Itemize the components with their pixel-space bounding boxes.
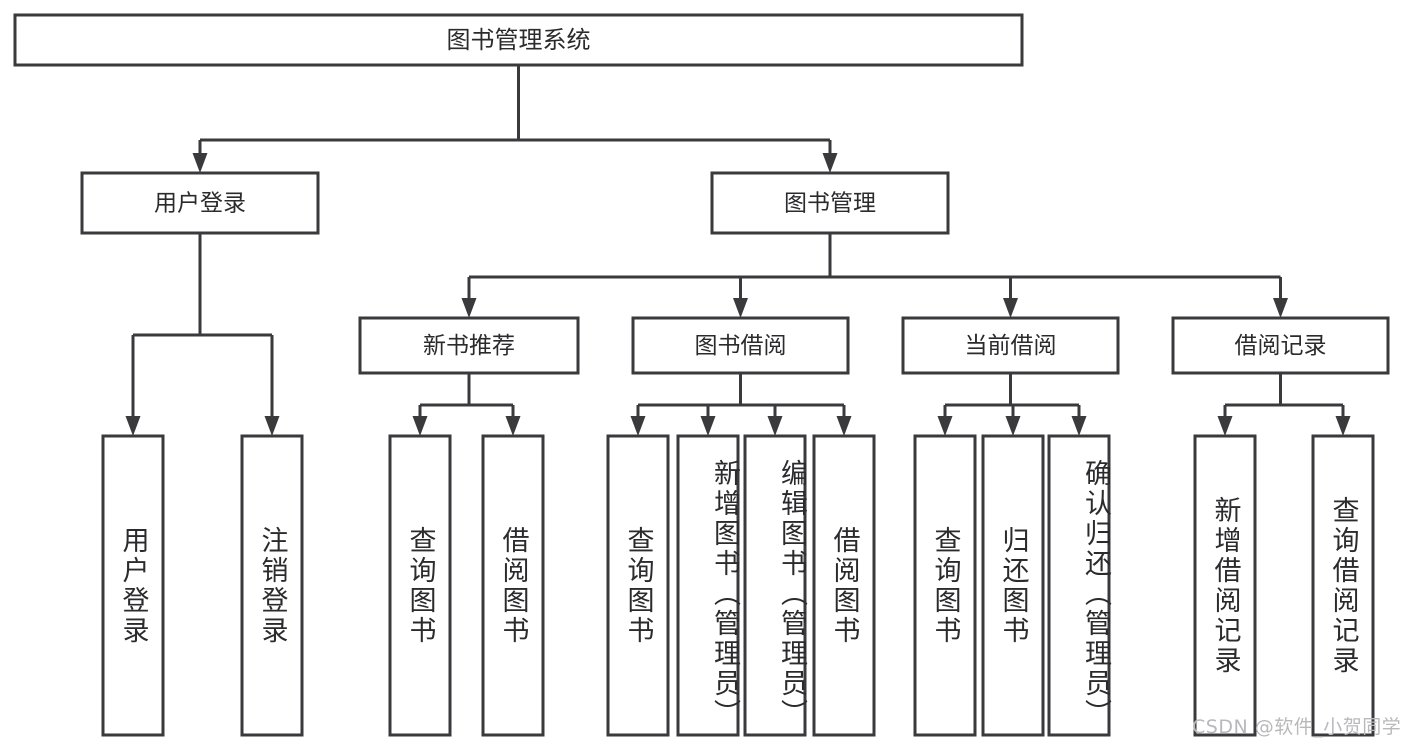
node-leaf-2-rect [388,434,452,737]
node-leaf-11[interactable] [1193,434,1257,737]
node-root-rect [13,13,1024,67]
connector-arrow-icon [461,298,477,318]
connector-arrow-icon [700,416,716,436]
connector-arrow-icon [505,416,521,436]
node-level2-0-rect [358,316,580,375]
node-root-label: 图书管理系统 [447,26,591,54]
connector-arrow-icon [412,416,428,436]
node-leaf-8-rect [913,434,977,737]
node-level2-3-rect [1171,316,1390,375]
node-leaf-2[interactable] [388,434,452,737]
node-level2-2-label: 当前借阅 [965,333,1057,359]
connector-arrow-icon [937,416,953,436]
node-leaf-9[interactable] [981,434,1045,737]
connector-arrow-icon [1217,416,1233,436]
node-level2-1-label: 图书借阅 [695,333,787,359]
connector-arrow-icon [1071,416,1087,436]
node-leaf-7[interactable] [812,434,876,737]
node-leaf-10-rect [1047,434,1111,737]
node-leaf-3-rect [481,434,545,737]
node-leaf-1[interactable] [240,434,304,737]
node-leaf-1-rect [240,434,304,737]
node-level2-1-rect [631,316,850,375]
connector-arrow-icon [192,153,208,173]
node-level2-0-label: 新书推荐 [423,333,515,359]
csdn-watermark: CSDN @软件_小贺同学 [1192,716,1402,738]
node-leaf-8[interactable] [913,434,977,737]
node-leaf-7-rect [812,434,876,737]
node-leaf-12-rect [1311,434,1375,737]
node-level1-1-label: 图书管理 [784,191,876,217]
connector-arrow-icon [1273,298,1288,318]
node-level2-2[interactable]: 当前借阅 [901,316,1120,375]
node-leaf-11-rect [1193,434,1257,737]
node-leaf-4[interactable] [606,434,670,737]
node-leaf-3[interactable] [481,434,545,737]
connector-arrow-icon [767,416,783,436]
connector-arrow-icon [1005,416,1021,436]
node-leaf-10[interactable] [1047,434,1111,737]
node-leaf-5-rect [676,434,740,737]
node-leaf-5[interactable] [676,434,740,737]
connector-arrow-icon [1003,298,1018,318]
node-leaf-0-rect [101,434,165,737]
node-level1-0-label: 用户登录 [154,191,246,217]
node-level2-3[interactable]: 借阅记录 [1171,316,1390,375]
connector-arrow-icon [125,416,141,436]
connectors-layer [125,65,1351,436]
node-leaf-6-rect [743,434,807,737]
node-level1-1-rect [710,171,950,235]
connector-arrow-icon [264,416,280,436]
node-level2-1[interactable]: 图书借阅 [631,316,850,375]
connector-arrow-icon [733,298,748,318]
node-level1-1[interactable]: 图书管理 [710,171,950,235]
node-root[interactable]: 图书管理系统 [13,13,1024,67]
node-leaf-6[interactable] [743,434,807,737]
node-level1-0[interactable]: 用户登录 [80,171,320,235]
node-level2-2-rect [901,316,1120,375]
connector-arrow-icon [836,416,852,436]
node-leaf-0[interactable] [101,434,165,737]
node-leaf-4-rect [606,434,670,737]
connector-arrow-icon [822,153,838,173]
node-level2-0[interactable]: 新书推荐 [358,316,580,375]
connector-arrow-icon [1335,416,1351,436]
connector-arrow-icon [630,416,646,436]
node-level2-3-label: 借阅记录 [1235,333,1327,359]
node-leaf-12[interactable] [1311,434,1375,737]
node-level1-0-rect [80,171,320,235]
node-leaf-9-rect [981,434,1045,737]
